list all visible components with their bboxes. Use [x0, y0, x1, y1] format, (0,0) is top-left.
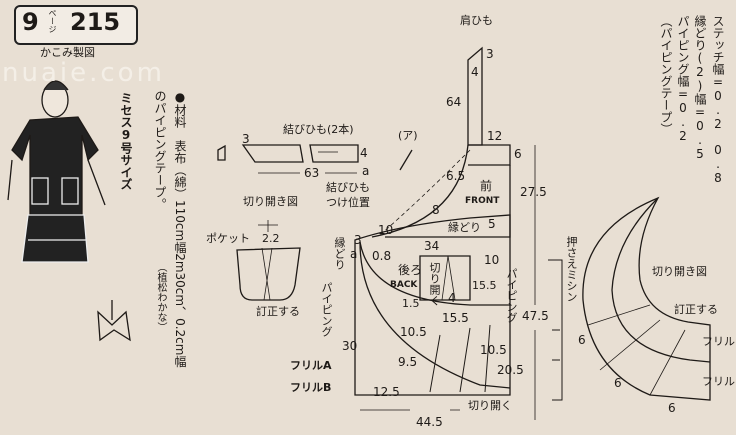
tie-dim-left: 3 — [242, 132, 250, 146]
front-en: FRONT — [465, 196, 500, 206]
stitch-detail — [548, 259, 563, 401]
note-piping-tape: （パイピングテープ） — [659, 15, 673, 135]
back-pattern — [354, 214, 511, 411]
apron-illustration — [7, 80, 131, 342]
back-pocket-dim-10: 10 — [484, 253, 500, 267]
back-dim-105a: 10.5 — [400, 325, 427, 339]
frill-dim-6c: 6 — [668, 401, 676, 415]
back-dim-155a: 15.5 — [472, 279, 497, 292]
badge-id: 215 — [70, 8, 121, 36]
materials-line1: ●材料 表布（綿）110cm幅2m30cm、0.2cm幅 — [173, 90, 187, 368]
back-dim-125: 12.5 — [373, 385, 400, 399]
frill-a-label: フリルA — [290, 359, 332, 372]
back-dim-105b: 10.5 — [480, 343, 507, 357]
bib-dim-8: 8 — [432, 203, 440, 217]
back-dim-205: 20.5 — [497, 363, 524, 377]
materials-author: （植松わかな） — [155, 262, 166, 332]
frill-dim-6a: 6 — [578, 333, 586, 347]
back-piping-right: パイピング — [505, 268, 518, 323]
tie-position-2: つけ位置 — [326, 196, 370, 209]
bib-trim: 縁どり — [448, 221, 481, 234]
materials-line2: のパイピングテープ。 — [153, 90, 167, 210]
bib-dim-12: 12 — [487, 129, 503, 143]
back-dim-08: 0.8 — [372, 249, 392, 263]
back-dim-34: 34 — [424, 239, 440, 253]
tie-note: (ア) — [398, 129, 418, 142]
tie-length: 63 — [304, 166, 320, 180]
strap-4: 4 — [471, 65, 479, 79]
pocket-cut-title: 切り開き図 — [243, 195, 298, 208]
back-dim-95: 9.5 — [398, 355, 418, 369]
note-piping: パイピング幅=0.2 — [676, 15, 690, 143]
page-badge: 9 ページ 215 かこみ製図 — [14, 5, 138, 58]
back-width: 44.5 — [416, 415, 443, 429]
watermark: nuaie.com — [2, 58, 165, 88]
badge-number: 9 — [22, 8, 39, 36]
back-dim-30: 30 — [342, 339, 358, 353]
pocket-dim: 2.2 — [262, 232, 280, 245]
back-height: 47.5 — [522, 309, 549, 323]
tie-dim-right: 4 — [360, 146, 368, 160]
strap-length: 64 — [446, 95, 462, 109]
strap-width: 3 — [486, 47, 494, 61]
back-trim: 縁どり — [333, 237, 346, 270]
back-en: BACK — [390, 280, 418, 290]
back-piping: パイピング — [320, 282, 333, 337]
frill-label-2: フリル — [702, 375, 735, 388]
pocket-label: ポケット — [206, 232, 250, 245]
pocket-pattern — [236, 220, 301, 301]
frill-correct: 訂正する — [674, 303, 718, 316]
bib-dim-65: 6.5 — [446, 169, 466, 183]
back-dim-10: 10 — [378, 223, 394, 237]
frill-cut-diagram — [582, 196, 711, 401]
front-jp: 前 — [480, 179, 493, 193]
bib-dim-5: 5 — [488, 217, 496, 231]
note-trim: 縁どり(2)幅=0.5 — [693, 15, 707, 161]
back-dim-155b: 15.5 — [442, 311, 469, 325]
back-jp: 後ろ — [398, 263, 423, 277]
back-mark-a: a — [350, 247, 358, 261]
back-cut-open: 切り開く — [468, 399, 512, 412]
tie-position-1: 結びひも — [326, 181, 370, 194]
strap-label: 肩ひも — [460, 14, 493, 27]
bib-dim-6: 6 — [514, 147, 522, 161]
size-label: ミセス9号サイズ — [119, 92, 133, 190]
back-dim-15: 1.5 — [402, 297, 420, 310]
bib-dim-275: 27.5 — [520, 185, 547, 199]
frill-cut-title: 切り開き図 — [652, 265, 707, 278]
pocket-correct: 訂正する — [256, 305, 300, 318]
back-cut-open-vertical: 切り開く — [428, 262, 441, 306]
tie-pattern — [217, 144, 413, 174]
badge-page: ページ — [48, 9, 57, 33]
frill-b-label: フリルB — [290, 381, 332, 394]
stitch-label: 押さえミシン — [565, 236, 578, 302]
note-stitch: ステッチ幅=0.2 0.8 — [711, 15, 725, 185]
frill-label-1: フリル — [702, 335, 735, 348]
back-dim-4: 4 — [448, 291, 456, 305]
badge-subtitle: かこみ製図 — [38, 46, 97, 59]
tie-title: 結びひも(2本) — [283, 123, 354, 136]
frill-dim-6b: 6 — [614, 376, 622, 390]
back-dim-3: 3 — [354, 233, 362, 247]
tie-mark: a — [362, 164, 370, 178]
